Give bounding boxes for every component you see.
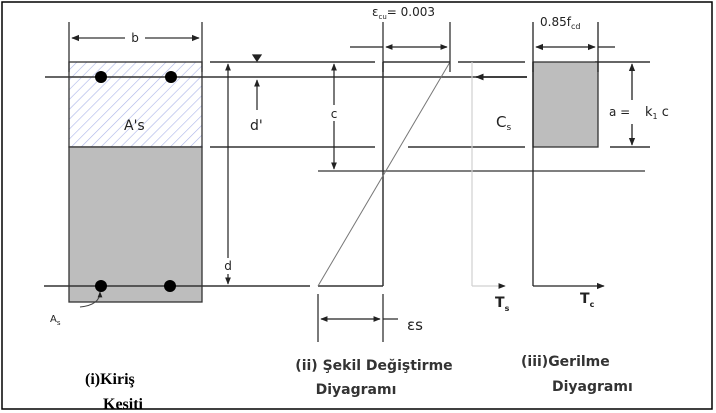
level-lines <box>210 61 650 287</box>
rebar-top-right <box>165 71 177 83</box>
rebar-bottom-left <box>95 280 107 292</box>
beam-cross-section <box>44 22 527 303</box>
stress-caption-line2: Diyagramı <box>552 379 633 395</box>
d-label: d <box>224 259 232 273</box>
compression-zone-hatch <box>68 61 203 148</box>
strain-caption-line2: Diyagramı <box>316 382 397 398</box>
section-caption-line1: (i)Kiriş <box>85 371 135 388</box>
d-prime-top-arrow <box>251 54 263 63</box>
width-label: b <box>131 31 139 45</box>
ts-label: Ts <box>495 295 510 313</box>
stress-caption-line1: (iii)Gerilme <box>521 354 610 370</box>
c-label: c <box>331 107 338 121</box>
strain-profile-line <box>317 61 451 287</box>
fcd-label: 0.85fcd <box>540 15 580 31</box>
rebar-dots <box>95 71 177 292</box>
cs-label: Cs <box>496 113 511 133</box>
rebar-top-left <box>95 71 107 83</box>
a-label: a = <box>609 105 630 119</box>
as-leader-arrow <box>79 291 103 308</box>
tc-label: Tc <box>580 291 595 309</box>
tension-steel-label: As <box>50 314 61 327</box>
section-caption-line2: Kesiti <box>103 396 144 413</box>
k1c-label: k1 c <box>645 105 669 121</box>
captions: (i)Kiriş Kesiti (ii) Şekil Değiştirme Di… <box>85 354 633 413</box>
rebar-bottom-right <box>164 280 176 292</box>
d-prime-label: d' <box>250 118 263 134</box>
strain-caption-line1: (ii) Şekil Değiştirme <box>295 358 452 374</box>
es-label: εs <box>407 316 423 334</box>
ecu-label: εcu= 0.003 <box>372 5 435 21</box>
stress-block <box>532 61 599 148</box>
concrete-body <box>68 146 203 303</box>
compression-steel-label: A's <box>124 118 145 134</box>
